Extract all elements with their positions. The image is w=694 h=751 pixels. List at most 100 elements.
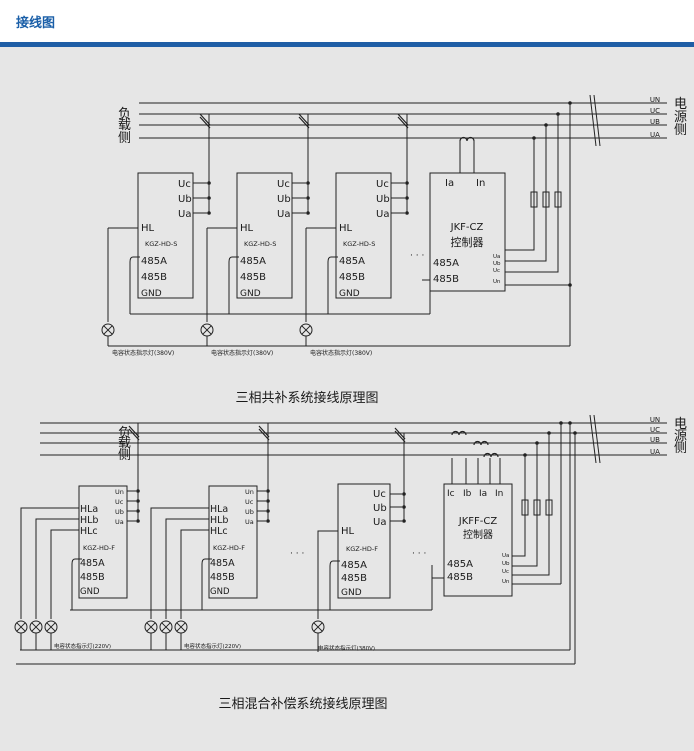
terminal-gnd: GND [341,588,362,598]
junction-dot [568,283,572,287]
terminal-485a: 485A [240,256,266,267]
controller-485b: 485B [447,572,473,583]
junction-dot [573,431,577,435]
controller-voltage-terminal: Ua [502,553,509,559]
controller-voltage-terminal: Ub [493,261,501,267]
capacitor-unit-box [78,485,128,599]
terminal-gnd: GND [210,587,230,597]
breaker-contact [298,113,310,126]
terminal-ub: Ub [373,503,387,514]
comm-bus-bracket [327,256,338,294]
comm-bus-bracket [71,558,82,592]
hl-wire [165,518,209,619]
load-side-label: 负 [118,107,131,122]
terminal-485b: 485B [210,572,235,583]
hybrid-compensation-diagram: 负载侧电源侧UNUCUBUAUnUcUbUaHLaHLbHLcKGZ-HD-F4… [14,414,687,712]
breaker-contact [199,116,211,129]
lamp-cross [46,622,56,632]
controller-voltage-terminal: Uc [493,268,500,274]
terminal-uc: Uc [277,179,290,190]
terminal-hla: HLa [80,504,98,515]
common-compensation-diagram: 负载侧电源侧UNUCUBUAUcUbUaHLKGZ-HD-S485A485BGN… [101,94,687,406]
header-accent-bar [0,42,694,47]
unit-voltage-terminal: Uc [115,498,124,506]
controller-voltage-terminal: Ua [493,254,500,260]
ellipsis: · · · [290,549,304,559]
terminal-uc: Uc [178,179,191,190]
terminal-uc: Uc [376,179,389,190]
unit-voltage-terminal: Ua [245,518,254,526]
unit-voltage-terminal: Ub [245,508,254,516]
lamp-cross [16,622,26,632]
unit-model-label: KGZ-HD-S [244,240,276,248]
terminal-hl: HL [141,223,155,234]
bus-label: UA [650,448,660,456]
controller-ua-wire [505,207,535,251]
source-side-label: 电 [674,417,687,432]
terminal-hlb: HLb [80,515,98,526]
breaker-contact [298,116,310,129]
controller-voltage-terminal: Ub [502,561,510,567]
terminal-gnd: GND [80,587,100,597]
terminal-ub: Ub [376,194,390,205]
terminal-485a: 485A [210,558,235,569]
controller-voltage-terminal: Uc [502,569,509,575]
hl-wire [150,507,209,619]
indicator-label: 电容状态指示灯(220V) [184,642,241,650]
terminal-485b: 485B [141,272,167,283]
controller-ub-wire [505,207,547,262]
lamp-cross [146,622,156,632]
load-side-label: 载 [118,118,131,133]
controller-485a: 485A [447,559,473,570]
lamp-cross [161,622,171,632]
load-side-label: 载 [118,436,131,451]
bus-label: UN [650,96,660,104]
lamp-cross [202,325,212,335]
bus-label: UB [650,118,660,126]
breaker-contact [128,425,140,438]
controller-current-terminal: Ib [463,489,472,499]
page-header: 接线图 [0,0,694,42]
capacitor-unit-box [208,485,258,599]
junction-dot [568,101,572,105]
bus-break-mark [589,94,597,147]
comm-bus-bracket [228,256,239,294]
breaker-contact [394,430,406,443]
comm-bus-bracket [129,256,140,294]
junction-dot [547,431,551,435]
hl-wire [180,529,209,619]
unit-voltage-terminal: Uc [245,498,254,506]
hl-wire [35,518,79,619]
junction-dot [402,519,406,523]
controller-current-terminal: Ic [447,489,455,499]
terminal-ua: Ua [373,517,386,528]
unit-voltage-terminal: Ub [115,508,124,516]
unit-model-label: KGZ-HD-F [213,544,245,552]
terminal-485a: 485A [141,256,167,267]
terminal-485b: 485B [341,573,367,584]
terminal-hla: HLa [210,504,228,515]
terminal-ia: Ia [445,178,454,189]
unit-voltage-terminal: Ua [115,518,124,526]
indicator-label: 电容状态指示灯(380V) [310,349,372,357]
load-side-label: 侧 [118,448,131,463]
terminal-gnd: GND [339,289,360,299]
bus-break-mark [593,94,601,147]
controller-485a: 485A [433,258,459,269]
unit-model-label: KGZ-HD-F [83,544,115,552]
controller-voltage-terminal: Un [502,579,510,585]
split-capacitor-unit-1: UnUcUbUaHLaHLbHLcKGZ-HD-F485A485BGND电容状态… [14,423,140,650]
junction-dot [523,453,527,457]
current-transformer-icon [459,136,475,142]
terminal-ub: Ub [277,194,291,205]
hl-wire [20,507,79,619]
controller-name: 控制器 [451,235,484,249]
indicator-label: 电容状态指示灯(380V) [112,349,174,357]
breaker-contact [258,425,270,438]
terminal-hl: HL [341,526,355,537]
terminal-485b: 485B [240,272,266,283]
controller-ua-wire [512,515,526,557]
terminal-uc: Uc [373,489,386,500]
